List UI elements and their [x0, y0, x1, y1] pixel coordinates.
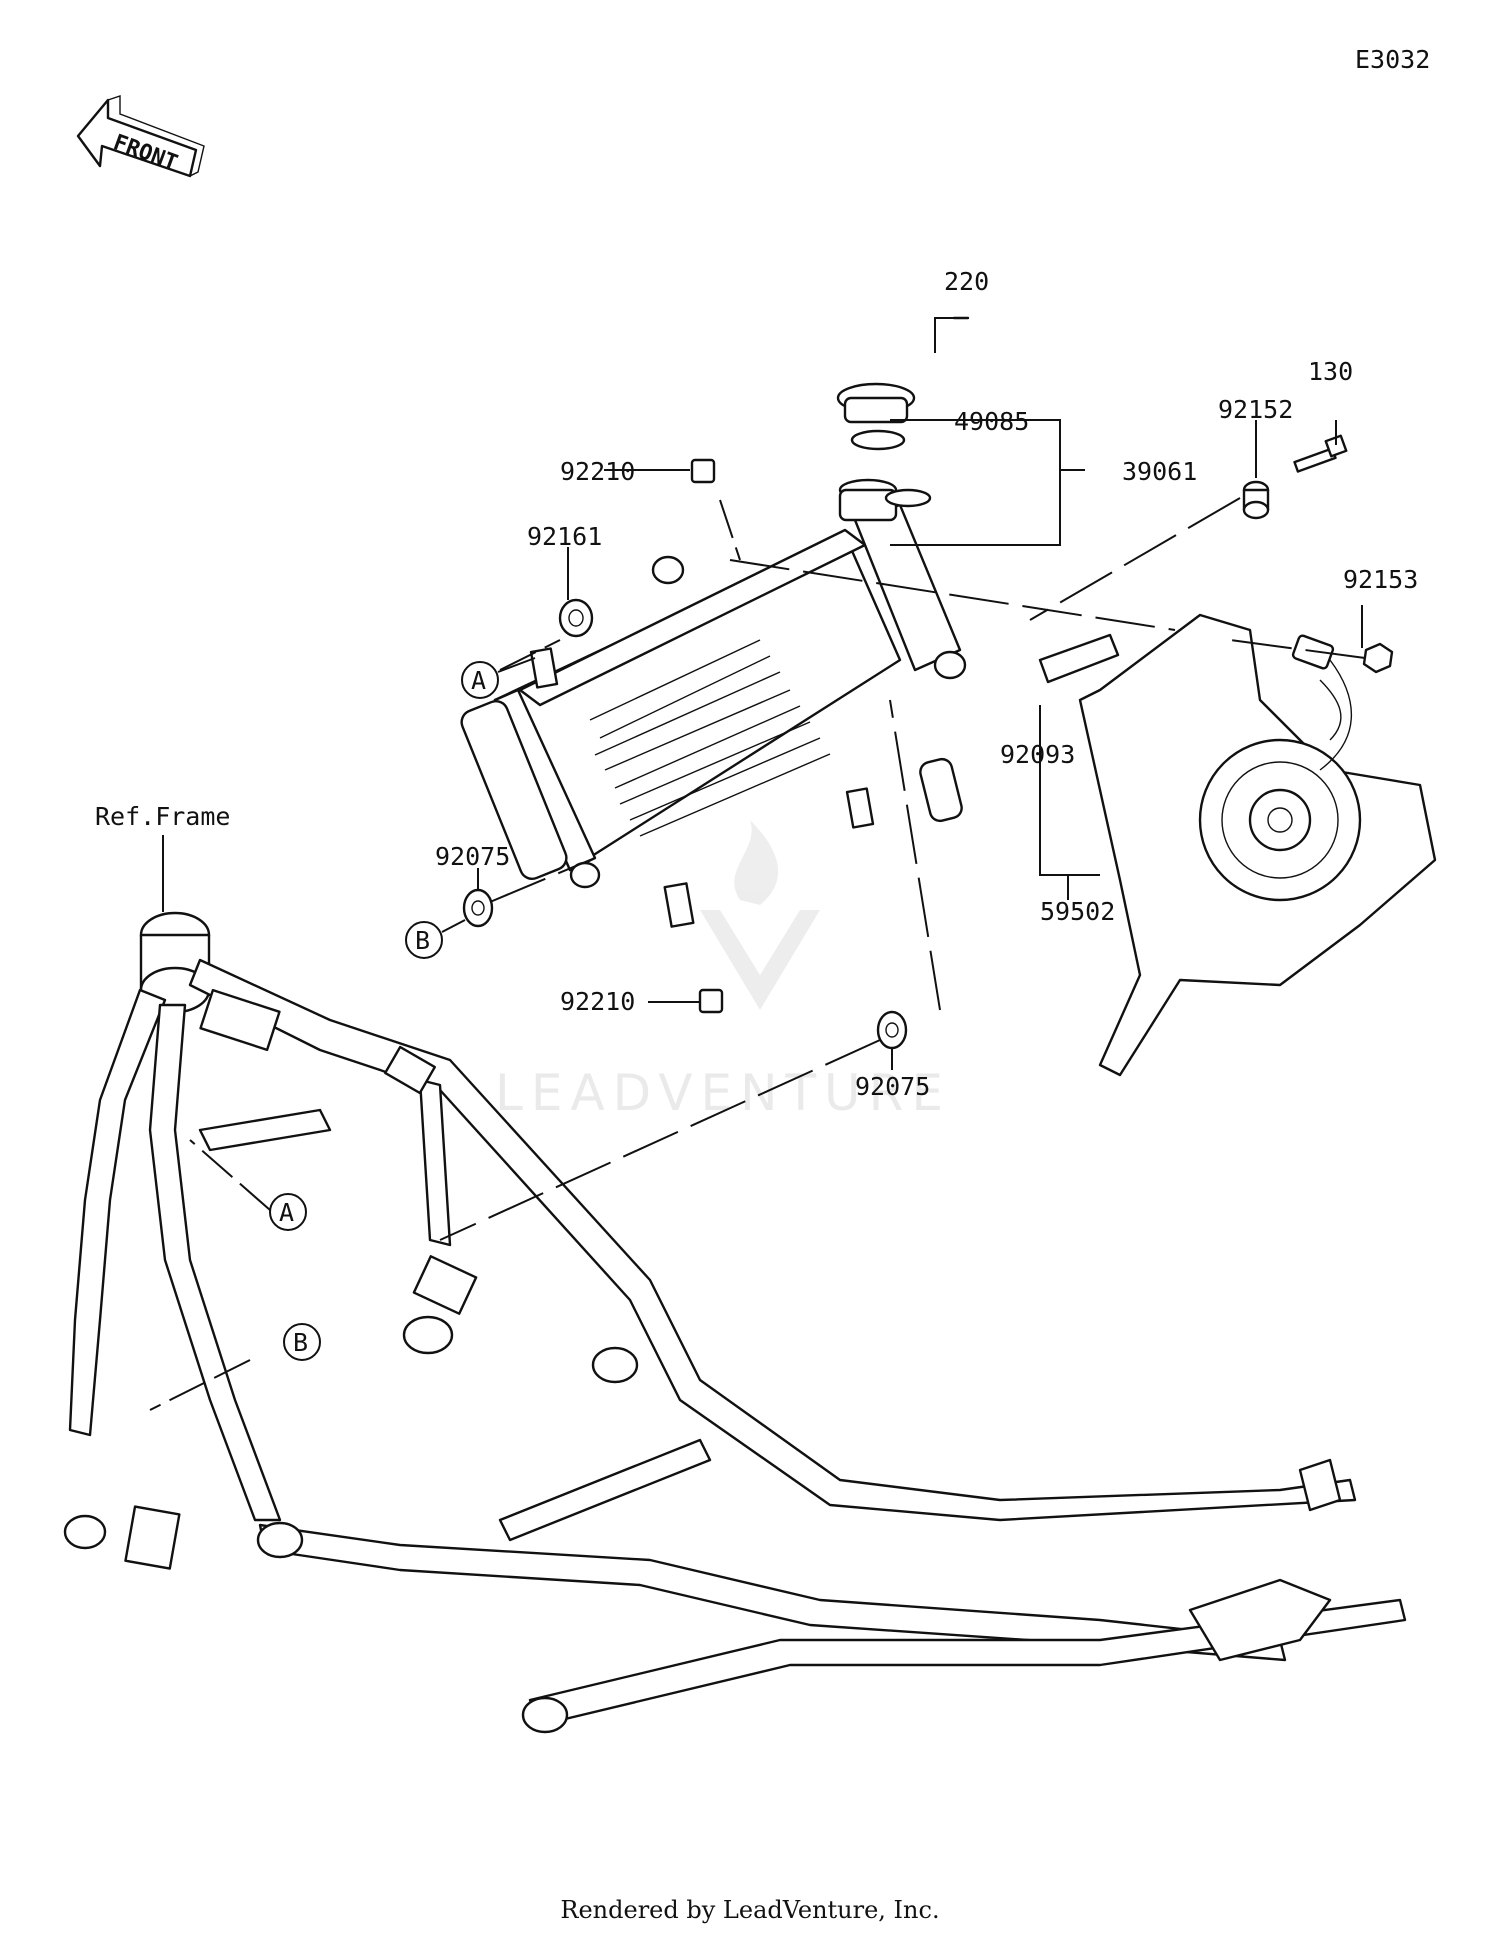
svg-text:A: A	[279, 1198, 294, 1227]
grommet-92075-right	[876, 1010, 908, 1050]
leader-lines	[149, 317, 1366, 1411]
part-label-92075-right: 92075	[855, 1072, 930, 1101]
part-label-92093: 92093	[1000, 740, 1075, 769]
nut-92210-bottom	[698, 988, 724, 1014]
svg-text:B: B	[415, 926, 430, 955]
callout-a-radiator: A	[461, 657, 536, 699]
svg-text:B: B	[293, 1328, 308, 1357]
bolt-130	[1293, 434, 1348, 473]
motorcycle-frame	[63, 911, 1407, 1734]
part-label-92161: 92161	[527, 522, 602, 551]
foam-strip-92093	[1038, 633, 1120, 684]
radiator-cap	[836, 382, 916, 451]
nut-92153	[1362, 642, 1394, 674]
ref-frame-label: Ref.Frame	[95, 802, 230, 831]
part-label-92210-top: 92210	[560, 457, 635, 486]
part-label-92152: 92152	[1218, 395, 1293, 424]
collar-92152	[1242, 480, 1270, 520]
grommet-92161	[558, 598, 594, 638]
radiator-fan	[1078, 613, 1437, 1077]
part-label-92153: 92153	[1343, 565, 1418, 594]
callout-a-frame: A	[269, 1193, 307, 1231]
part-label-49085: 49085	[954, 407, 1029, 436]
diagram-code: E3032	[1355, 45, 1430, 74]
part-label-220: 220	[944, 267, 989, 296]
part-label-59502: 59502	[1040, 897, 1115, 926]
callout-b-radiator: B	[405, 919, 466, 959]
part-label-92075-left: 92075	[435, 842, 510, 871]
grommet-92075-left	[462, 888, 494, 928]
footer-credit: Rendered by LeadVenture, Inc.	[560, 1896, 940, 1924]
svg-text:A: A	[471, 666, 486, 695]
callout-b-frame: B	[283, 1323, 321, 1361]
part-label-39061: 39061	[1122, 457, 1197, 486]
front-arrow-icon: FRONT	[76, 95, 205, 178]
part-label-130: 130	[1308, 357, 1353, 386]
radiator	[460, 478, 967, 928]
nut-92210-top	[690, 458, 716, 484]
part-label-92210-bottom: 92210	[560, 987, 635, 1016]
